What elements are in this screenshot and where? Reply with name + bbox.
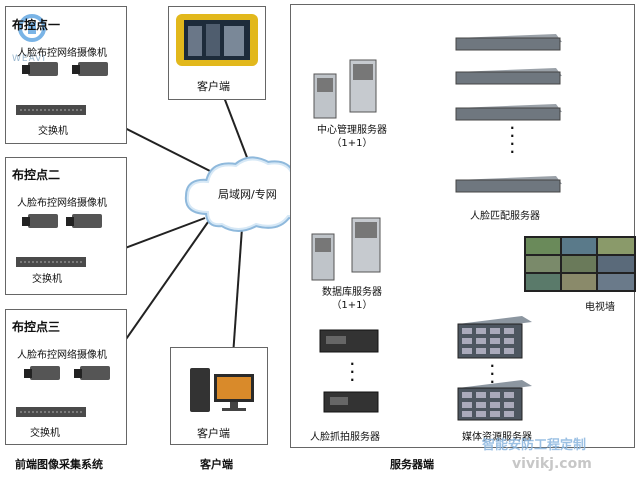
face-capture-ellipsis: ··· bbox=[350, 357, 355, 387]
frontend-zone-label: 前端图像采集系统 bbox=[15, 458, 103, 471]
watermark-line2: vivikj.com bbox=[512, 456, 592, 472]
control-point-2-title: 布控点二 bbox=[12, 168, 61, 182]
face-match-label: 人脸匹配服务器 bbox=[470, 211, 540, 222]
face-capture-server-bottom-icon bbox=[323, 391, 379, 413]
switch-3-icon bbox=[16, 407, 86, 417]
video-wall-label: 电视墙 bbox=[585, 302, 615, 313]
control-point-2-switch-label: 交换机 bbox=[32, 274, 62, 285]
center-mgmt-server-icon bbox=[313, 59, 377, 119]
face-match-server-stack-icon bbox=[455, 34, 562, 193]
media-server-label: 媒体资源服务器 bbox=[462, 432, 532, 443]
control-point-1-switch-label: 交换机 bbox=[38, 126, 68, 137]
watermark-line1: 智能安防工程定制 bbox=[482, 438, 587, 453]
tablet-link bbox=[221, 91, 249, 161]
network-label: 局域网/专网 bbox=[218, 188, 277, 201]
database-sub: （1+1） bbox=[331, 300, 373, 311]
camera-pair-2-icon bbox=[22, 214, 102, 228]
center-mgmt-sub: （1+1） bbox=[331, 138, 373, 149]
workstation-icon bbox=[190, 368, 254, 412]
pc-link bbox=[231, 227, 243, 371]
center-mgmt-label: 中心管理服务器 bbox=[317, 125, 387, 136]
media-server-bottom-icon bbox=[457, 380, 532, 421]
face-capture-label: 人脸抓拍服务器 bbox=[310, 432, 380, 443]
switch-1-icon bbox=[16, 105, 86, 115]
logo-icon bbox=[18, 14, 46, 42]
video-wall-icon bbox=[524, 236, 636, 292]
server-zone-label: 服务器端 bbox=[390, 458, 434, 471]
camera-pair-1-icon bbox=[22, 62, 108, 76]
database-server-icon bbox=[311, 217, 381, 281]
database-label: 数据库服务器 bbox=[322, 287, 382, 298]
control-point-1-camera-label: 人脸布控网络摄像机 bbox=[17, 48, 107, 59]
control-point-2-camera-label: 人脸布控网络摄像机 bbox=[17, 198, 107, 209]
face-capture-server-top-icon bbox=[319, 329, 379, 353]
control-point-1-title: 布控点一 bbox=[12, 18, 61, 32]
media-ellipsis: ··· bbox=[490, 359, 495, 389]
control-point-3-switch-label: 交换机 bbox=[30, 428, 60, 439]
face-match-ellipsis: ···· bbox=[510, 121, 515, 159]
switch-2-icon bbox=[16, 257, 86, 267]
camera-pair-3-icon bbox=[24, 366, 110, 380]
control-point-3-camera-label: 人脸布控网络摄像机 bbox=[17, 350, 107, 361]
pc-client-label: 客户端 bbox=[197, 427, 230, 440]
tablet-client-label: 客户端 bbox=[197, 80, 230, 93]
logo-text: WEAVI bbox=[12, 54, 46, 64]
control-point-3-title: 布控点三 bbox=[12, 320, 61, 334]
media-server-top-icon bbox=[457, 316, 532, 359]
client-zone-label: 客户端 bbox=[200, 458, 233, 471]
rugged-tablet-icon bbox=[176, 14, 258, 66]
